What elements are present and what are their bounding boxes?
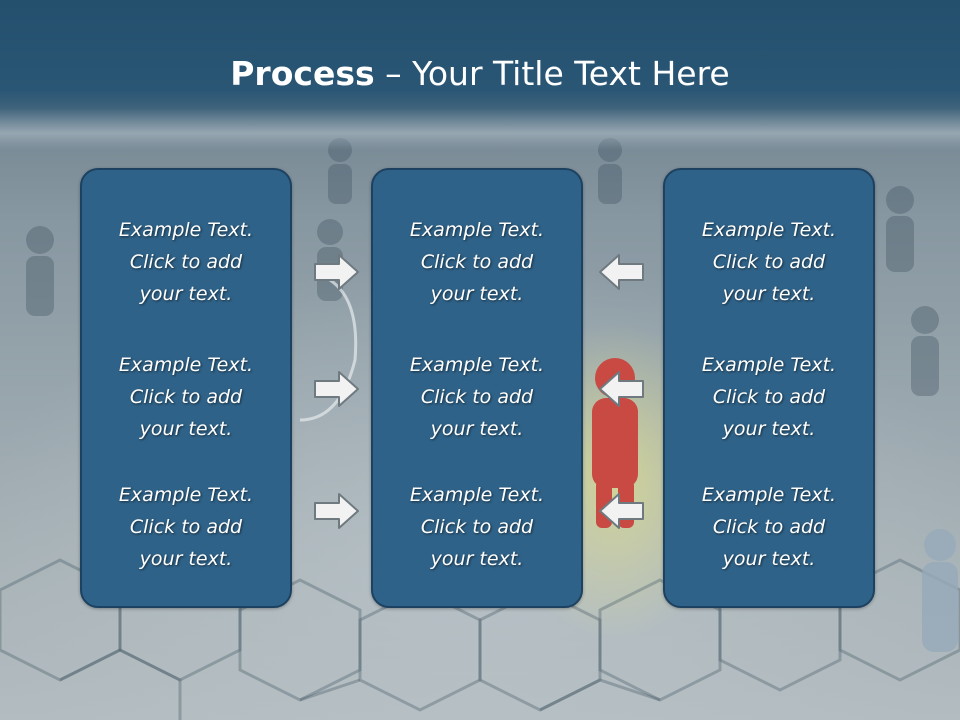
text-line: your text. <box>430 418 524 440</box>
panel-text-block[interactable]: Example Text. Click to add your text. <box>82 479 290 575</box>
text-line: Click to add <box>712 386 826 408</box>
panel-text-block[interactable]: Example Text. Click to add your text. <box>82 349 290 445</box>
arrow-right-icon[interactable] <box>313 369 361 409</box>
text-line: Example Text. <box>701 219 837 241</box>
panel-text-block[interactable]: Example Text. Click to add your text. <box>665 479 873 575</box>
text-line: Click to add <box>129 251 243 273</box>
text-line: your text. <box>722 548 816 570</box>
text-line: Example Text. <box>118 484 254 506</box>
text-line: Example Text. <box>409 354 545 376</box>
panel-text-block[interactable]: Example Text. Click to add your text. <box>82 214 290 310</box>
header-glow <box>0 108 960 150</box>
text-line: Example Text. <box>118 219 254 241</box>
text-line: Click to add <box>129 516 243 538</box>
process-panel-center[interactable]: Example Text. Click to add your text. Ex… <box>371 168 583 608</box>
arrow-right-icon[interactable] <box>313 491 361 531</box>
arrow-left-icon[interactable] <box>597 491 645 531</box>
panel-text-block[interactable]: Example Text. Click to add your text. <box>373 349 581 445</box>
text-line: Example Text. <box>701 484 837 506</box>
text-line: Example Text. <box>118 354 254 376</box>
arrow-left-icon[interactable] <box>597 369 645 409</box>
panel-text-block[interactable]: Example Text. Click to add your text. <box>665 349 873 445</box>
title-rest: – Your Title Text Here <box>374 54 730 93</box>
panel-text-block[interactable]: Example Text. Click to add your text. <box>665 214 873 310</box>
text-line: Click to add <box>420 386 534 408</box>
slide-title[interactable]: Process – Your Title Text Here <box>0 52 960 96</box>
text-line: Example Text. <box>409 484 545 506</box>
text-line: your text. <box>139 283 233 305</box>
text-line: Example Text. <box>409 219 545 241</box>
text-line: your text. <box>139 548 233 570</box>
text-line: your text. <box>139 418 233 440</box>
text-line: Click to add <box>420 516 534 538</box>
text-line: Click to add <box>129 386 243 408</box>
panel-text-block[interactable]: Example Text. Click to add your text. <box>373 479 581 575</box>
text-line: your text. <box>430 548 524 570</box>
process-panel-left[interactable]: Example Text. Click to add your text. Ex… <box>80 168 292 608</box>
text-line: Click to add <box>712 251 826 273</box>
text-line: Click to add <box>712 516 826 538</box>
text-line: Example Text. <box>701 354 837 376</box>
text-line: your text. <box>722 283 816 305</box>
text-line: your text. <box>430 283 524 305</box>
title-bold: Process <box>230 54 375 93</box>
panel-text-block[interactable]: Example Text. Click to add your text. <box>373 214 581 310</box>
header-band <box>0 0 960 150</box>
process-panel-right[interactable]: Example Text. Click to add your text. Ex… <box>663 168 875 608</box>
arrow-left-icon[interactable] <box>597 252 645 292</box>
text-line: Click to add <box>420 251 534 273</box>
arrow-right-icon[interactable] <box>313 252 361 292</box>
text-line: your text. <box>722 418 816 440</box>
